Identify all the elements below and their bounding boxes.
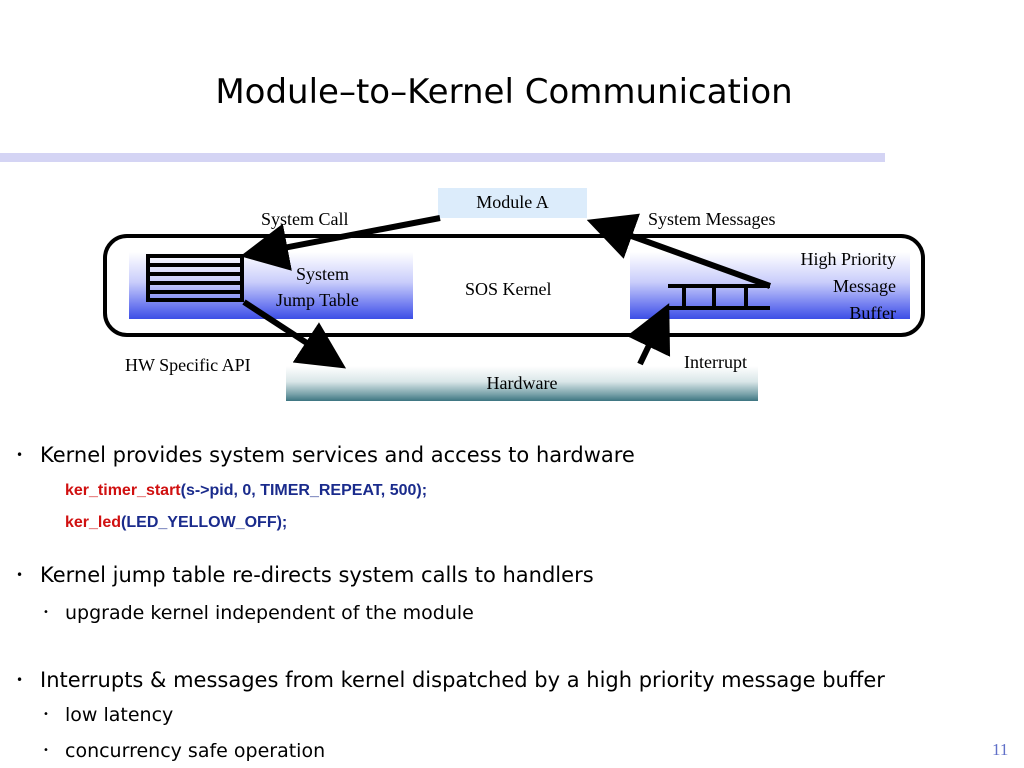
code-function: ker_timer_start bbox=[65, 482, 181, 499]
hw-api-label: HW Specific API bbox=[125, 355, 251, 375]
bullet-3-sub-2: concurrency safe operation bbox=[43, 740, 325, 762]
hp-buffer-label-line1: High Priority bbox=[800, 249, 896, 269]
system-call-arrow bbox=[240, 215, 441, 271]
hp-buffer-label-line3: Buffer bbox=[849, 303, 896, 323]
title-underline-bar bbox=[0, 153, 885, 162]
bullet-2: Kernel jump table re-directs system call… bbox=[16, 563, 594, 587]
bullet-3: Interrupts & messages from kernel dispat… bbox=[16, 668, 885, 692]
system-messages-label: System Messages bbox=[648, 209, 776, 229]
bullet-1: Kernel provides system services and acce… bbox=[16, 443, 635, 467]
sos-kernel-label: SOS Kernel bbox=[465, 279, 552, 299]
code-line-2: ker_led(LED_YELLOW_OFF); bbox=[65, 514, 287, 532]
diagram-graphics bbox=[146, 213, 772, 369]
interrupt-label: Interrupt bbox=[684, 352, 747, 372]
jump-table-icon bbox=[146, 254, 244, 302]
slide-title: Module–to–Kernel Communication bbox=[215, 72, 793, 112]
message-buffer-icon bbox=[668, 284, 770, 310]
jump-table-label-line1: System bbox=[296, 264, 350, 284]
system-messages-arrow bbox=[586, 213, 772, 289]
hp-buffer-label-line2: Message bbox=[833, 276, 896, 296]
architecture-diagram: Module A Hardware System Call System Mes… bbox=[103, 188, 925, 401]
bullet-3-sub-1: low latency bbox=[43, 704, 173, 726]
hardware-box: Hardware bbox=[286, 366, 758, 401]
code-line-1: ker_timer_start(s->pid, 0, TIMER_REPEAT,… bbox=[65, 482, 427, 500]
jump-table-label-line2: Jump Table bbox=[276, 290, 359, 310]
module-a-box: Module A bbox=[438, 188, 587, 218]
code-args: (s->pid, 0, TIMER_REPEAT, 500); bbox=[180, 482, 428, 499]
page-number: 11 bbox=[992, 740, 1009, 759]
jump-table-to-hardware-arrow bbox=[242, 299, 347, 369]
bullet-2-sub-1: upgrade kernel independent of the module bbox=[43, 602, 474, 624]
code-args: (LED_YELLOW_OFF); bbox=[121, 514, 288, 531]
kernel-outline bbox=[103, 234, 925, 337]
interrupt-arrow bbox=[626, 303, 671, 366]
code-function: ker_led bbox=[65, 514, 122, 531]
